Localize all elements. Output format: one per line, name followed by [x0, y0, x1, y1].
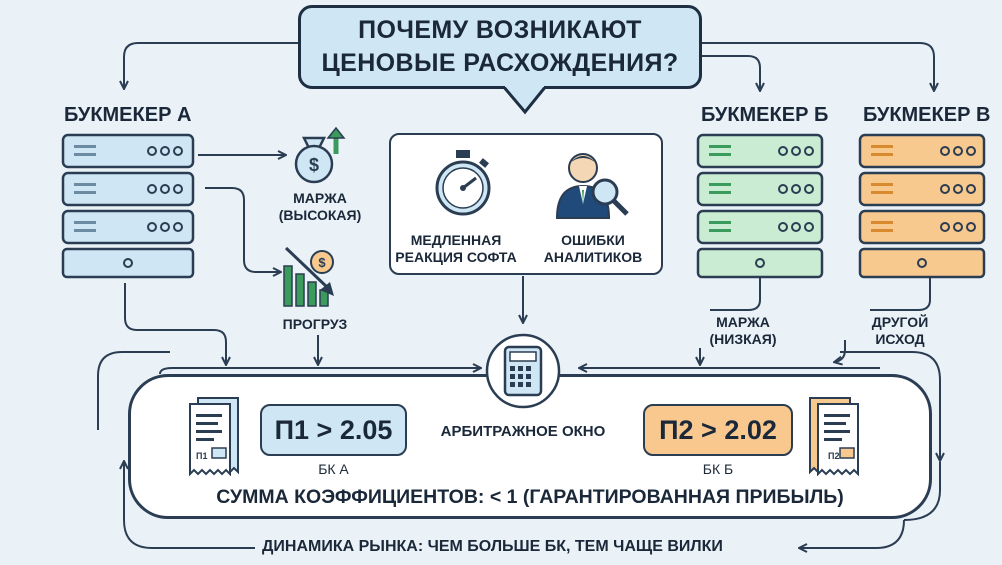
receipt-left-label: П1 [196, 451, 208, 461]
odds-right-caption: БК Б [702, 461, 734, 477]
analyst-errors-label: ОШИБКИ АНАЛИТИКОВ [543, 232, 643, 265]
market-dynamics-text: ДИНАМИКА РЫНКА: ЧЕМ БОЛЬШЕ БК, ТЕМ ЧАЩЕ … [256, 538, 729, 556]
receipt-right-label: П2 [828, 451, 840, 461]
market-dynamics-value: ЧЕМ БОЛЬШЕ БК, ТЕМ ЧАЩЕ ВИЛКИ [427, 538, 723, 555]
stopwatch-icon [435, 150, 491, 216]
title-bubble-tail [501, 86, 548, 115]
server-icon [61, 133, 195, 279]
calculator-icon [485, 333, 561, 409]
slow-software-label: МЕДЛЕННАЯ РЕАКЦИЯ СОФТА [395, 232, 517, 265]
odds-left-caption: БК А [318, 461, 349, 477]
odds-left-box: П1 > 2.05 [260, 404, 407, 456]
money-bag-icon: $ [294, 126, 346, 184]
bookmaker-b-label: БУКМЕКЕР Б [701, 104, 829, 126]
margin-low-label: МАРЖА (НИЗКАЯ) [695, 314, 791, 348]
odds-right-box: П2 > 2.02 [643, 404, 793, 456]
overload-label: ПРОГРУЗ [282, 316, 348, 332]
svg-text:$: $ [318, 255, 326, 270]
title-line-2: ЦЕНОВЫЕ РАСХОЖДЕНИЯ? [321, 49, 679, 77]
analyst-icon [555, 153, 629, 219]
other-outcome-label: ДРУГОЙ ИСХОД [862, 314, 938, 348]
bookmaker-c-label: БУКМЕКЕР В [863, 104, 991, 126]
market-dynamics-label: ДИНАМИКА РЫНКА: [262, 538, 424, 555]
server-icon [696, 133, 824, 279]
bookmaker-a-label: БУКМЕКЕР А [64, 104, 192, 126]
receipt-icon [809, 397, 859, 476]
server-icon [858, 133, 986, 279]
receipt-icon [189, 397, 239, 476]
coefficient-sum-text: СУММА КОЭФФИЦИЕНТОВ: < 1 (ГАРАНТИРОВАННА… [216, 486, 844, 508]
title-line-1: ПОЧЕМУ ВОЗНИКАЮТ [358, 16, 642, 44]
margin-high-label: МАРЖА (ВЫСОКАЯ) [278, 190, 362, 223]
title-bubble: ПОЧЕМУ ВОЗНИКАЮТ ЦЕНОВЫЕ РАСХОЖДЕНИЯ? [298, 5, 702, 89]
arbitrage-window-label: АРБИТРАЖНОЕ ОКНО [440, 423, 606, 440]
svg-text:$: $ [309, 155, 319, 175]
falling-chart-icon: $ [283, 246, 334, 307]
